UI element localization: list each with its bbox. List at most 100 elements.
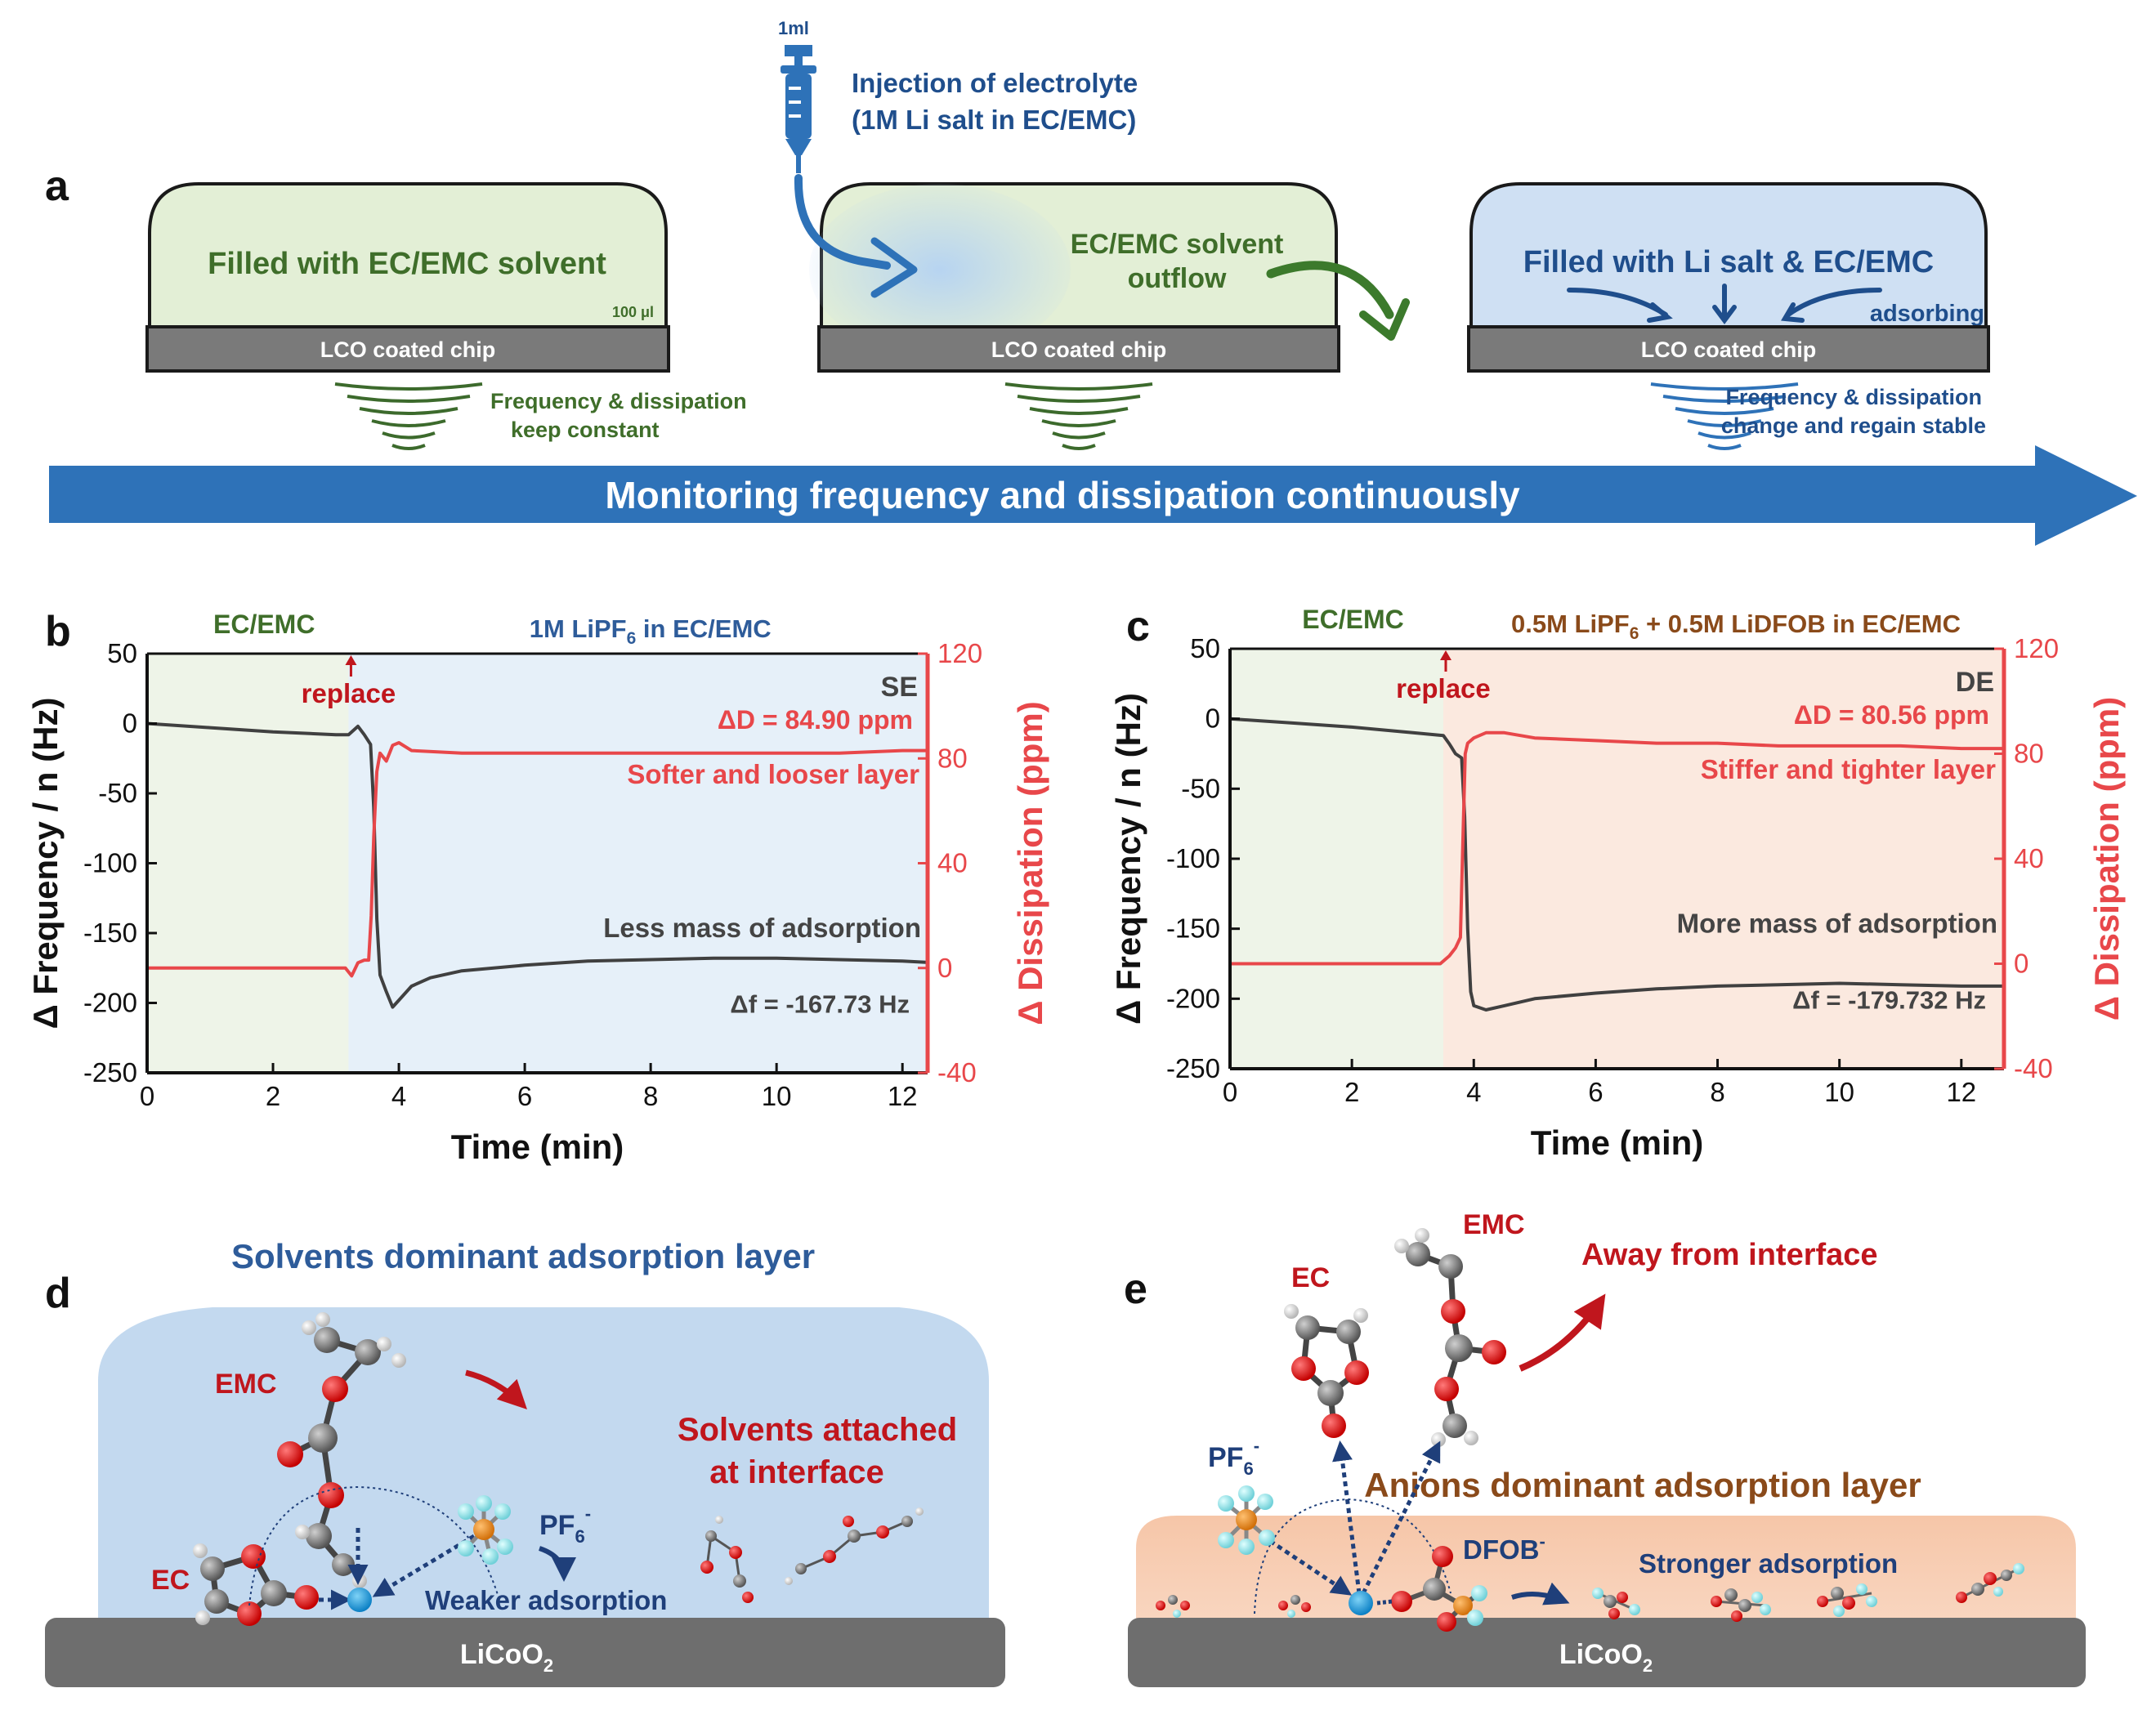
delta-f-label: Δf = -167.73 Hz (730, 990, 910, 1019)
solvents-attached-2: at interface (709, 1454, 883, 1490)
replace-arrow-head (1439, 650, 1451, 660)
replace-label: replace (1396, 673, 1491, 703)
frequency-line (1229, 717, 2004, 1012)
weaker-adsorption: Weaker adsorption (425, 1585, 667, 1615)
y-left-axis-title: Δ Frequency / n (Hz) (26, 698, 65, 1029)
y-left-tick-label: 0 (123, 708, 137, 739)
y-right-tick-label: 40 (937, 848, 968, 878)
dissipation-line (1230, 730, 2004, 966)
y-right-tick-label: 80 (2014, 739, 2044, 769)
note-3-line1: Frequency & dissipation (1725, 385, 1982, 409)
chip-1 (145, 325, 670, 373)
sample-tag: DE (1956, 667, 1994, 698)
emc-molecule-d (277, 1312, 406, 1588)
delta-d-label: ΔD = 80.56 ppm (1794, 700, 1989, 730)
coordination-arc-e (1254, 1498, 1451, 1615)
sample-tag: SE (881, 672, 918, 703)
panel-d-label: d (45, 1270, 71, 1317)
emc-label-e: EMC (1463, 1209, 1525, 1240)
y-left-tick-label: -50 (98, 778, 137, 808)
chip-2-label: LCO coated chip (991, 337, 1167, 362)
region-before (147, 654, 349, 1073)
cell-1-text: Filled with EC/EMC solvent (208, 247, 606, 281)
pf6-molecule-d (458, 1495, 513, 1565)
panel-b-label: b (45, 608, 71, 655)
y-left-tick-label: -250 (83, 1057, 137, 1088)
syringe-icon (781, 45, 816, 173)
region-before (1230, 649, 1443, 1069)
delta-d-label: ΔD = 84.90 ppm (718, 705, 913, 735)
monitoring-arrow (49, 445, 2137, 546)
y-right-tick-label: 0 (2014, 949, 2029, 979)
injected-electrolyte (809, 184, 1071, 355)
ec-molecule-e (1284, 1304, 1369, 1438)
y-left-tick-label: 50 (1190, 633, 1220, 663)
y-right-axis-title: Δ Dissipation (ppm) (1011, 701, 1049, 1025)
small-molecules-d (700, 1507, 924, 1603)
y-left-tick-label: -200 (83, 988, 137, 1018)
weak-arrow-d (538, 1546, 576, 1582)
layer-label: Softer and looser layer (627, 759, 919, 789)
y-right-tick-label: 80 (937, 743, 968, 773)
x-tick-label: 2 (1344, 1077, 1359, 1107)
note-3-line2: change and regain stable (1721, 413, 1986, 438)
y-right-axis-title: Δ Dissipation (ppm) (2087, 697, 2126, 1021)
strong-arrow-e (1511, 1582, 1570, 1606)
cell-3-text: Filled with Li salt & EC/EMC (1523, 245, 1934, 279)
ec-label-e: EC (1291, 1262, 1330, 1293)
y-right-tick-label: -40 (937, 1057, 977, 1088)
y-left-tick-label: -200 (1166, 983, 1220, 1013)
y-left-tick-label: 50 (107, 638, 137, 668)
chip-2 (817, 325, 1340, 373)
li-ion-e (1349, 1591, 1373, 1615)
x-tick-label: 8 (1710, 1077, 1724, 1107)
layer-label: Stiffer and tighter layer (1701, 754, 1996, 784)
x-tick-label: 4 (391, 1081, 406, 1111)
chip-3 (1467, 325, 1990, 373)
y-left-tick-label: -100 (1166, 843, 1220, 873)
y-right-tick-label: 120 (2014, 633, 2059, 663)
red-arrow-d (465, 1369, 527, 1409)
away-label: Away from interface (1581, 1238, 1878, 1272)
chip-1-label: LCO coated chip (320, 337, 496, 362)
x-tick-label: 12 (1946, 1077, 1976, 1107)
cell-1-dome (148, 182, 668, 328)
li-ion-d (347, 1588, 372, 1612)
note-1-line2: keep constant (511, 418, 660, 442)
emc-molecule-e (1394, 1228, 1506, 1447)
panel-e: e LiCoO2 EC EMC Away from interface Anio… (1124, 1209, 2086, 1687)
small-anions-e (1156, 1563, 2024, 1622)
y-left-tick-label: -150 (1166, 913, 1220, 944)
adsorbing-label: adsorbing (1870, 301, 1984, 327)
syringe-volume: 1ml (778, 18, 809, 38)
region1-label: EC/EMC (1302, 605, 1403, 634)
mass-label: More mass of adsorption (1677, 909, 1997, 939)
chip-3-label: LCO coated chip (1641, 337, 1817, 362)
y-right-tick-label: 0 (937, 953, 952, 983)
y-right-tick-label: 40 (2014, 843, 2044, 873)
substrate-e-label: LiCoO2 (1559, 1639, 1653, 1676)
y-left-tick-label: -50 (1181, 773, 1220, 803)
adsorbing-arrows-icon (1567, 284, 1882, 324)
region1-label: EC/EMC (213, 610, 315, 639)
licoo2-substrate-d (45, 1618, 1005, 1687)
injection-subtitle: (1M Li salt in EC/EMC) (852, 105, 1136, 135)
x-tick-label: 12 (888, 1081, 918, 1111)
x-tick-label: 0 (1223, 1077, 1237, 1107)
wave-1-icon (334, 382, 483, 450)
x-axis-title: Time (min) (451, 1128, 624, 1166)
x-tick-label: 10 (762, 1081, 792, 1111)
cell-2-text-1: EC/EMC solvent (1071, 229, 1284, 260)
outflow-arrow (1266, 261, 1394, 319)
dfob-label: DFOB- (1463, 1531, 1545, 1565)
panel-e-label: e (1124, 1266, 1147, 1313)
delta-f-label: Δf = -179.732 Hz (1792, 985, 1986, 1014)
pf6-molecule-e (1218, 1485, 1275, 1555)
region2-label: 0.5M LiPF6 + 0.5M LiDFOB in EC/EMC (1511, 610, 1961, 643)
emc-label-d: EMC (215, 1369, 277, 1400)
y-left-tick-label: 0 (1205, 703, 1220, 734)
y-left-tick-label: -150 (83, 918, 137, 948)
dissipation-line (147, 741, 928, 978)
